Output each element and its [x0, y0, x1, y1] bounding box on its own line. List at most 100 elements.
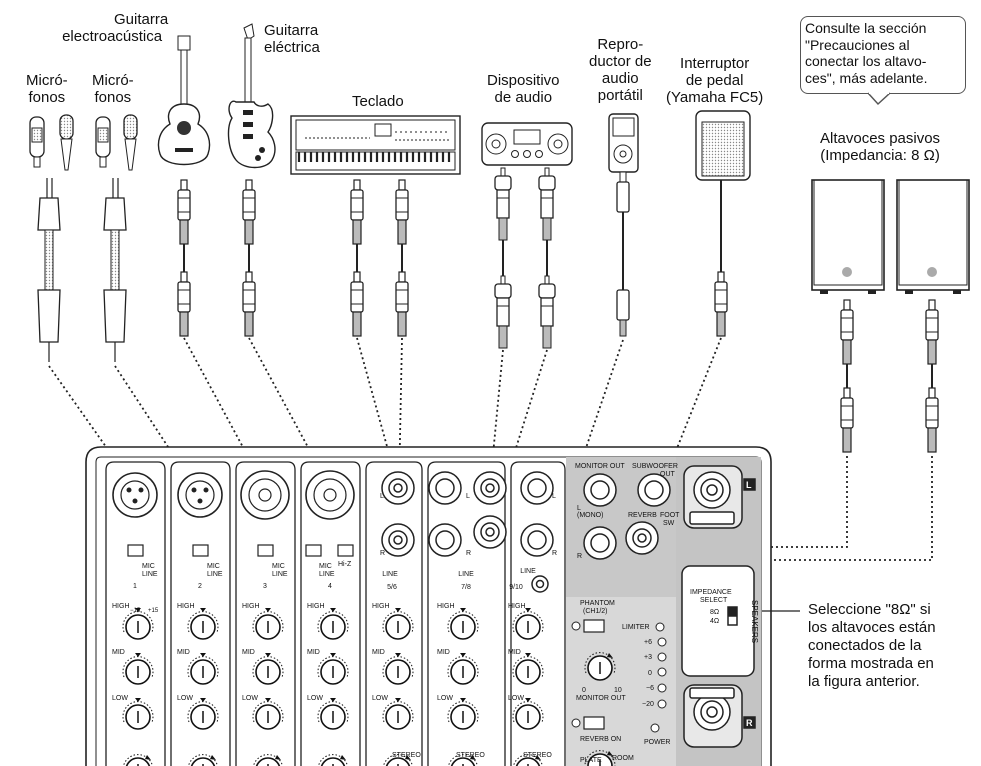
eq-mid-label: MID [242, 649, 255, 656]
mono-label: (MONO) [577, 512, 603, 519]
eq-mid-label: MID [372, 649, 385, 656]
phantom-ch-label: (CH1/2) [583, 608, 608, 615]
eq-high-label: HIGH [177, 603, 195, 610]
jack-r-label: R [577, 553, 582, 560]
impedance-label: IMPEDANCE [690, 589, 732, 596]
stereo-label: STEREO [456, 752, 485, 759]
reverb-label: REVERB [628, 512, 657, 519]
side-l-label: L [746, 480, 752, 490]
select-label: SELECT [700, 597, 728, 604]
channel-number: 4 [328, 583, 332, 590]
meter-label: +6 [644, 639, 652, 646]
mic-label: MIC [207, 563, 220, 570]
line-label: LINE [458, 571, 474, 578]
line-label: LINE [319, 571, 335, 578]
line-label: LINE [272, 571, 288, 578]
jack-l-label: L [380, 493, 384, 500]
eq-high-label: HIGH [112, 603, 130, 610]
eq-low-label: LOW [437, 695, 453, 702]
keyboard-icon [290, 115, 461, 175]
foot-pedal-icon [695, 110, 751, 181]
audio-device-icon [481, 122, 573, 166]
impedance-option-4: 4Ω [710, 618, 719, 625]
limiter-label: LIMITER [622, 624, 650, 631]
eq-high-label: HIGH [508, 603, 526, 610]
meter-label: −6 [646, 685, 654, 692]
eq-high-label: HIGH [437, 603, 455, 610]
eq-mid-label: MID [307, 649, 320, 656]
subwoofer-out-label: OUT [660, 471, 676, 478]
mixer-panel [85, 446, 772, 766]
eq-low-label: LOW [372, 695, 388, 702]
room-label: ROOM [612, 755, 634, 762]
eq-mid-label: MID [112, 649, 125, 656]
eq-high-label: HIGH [307, 603, 325, 610]
channel-number: 2 [198, 583, 202, 590]
eq-mid-label: MID [177, 649, 190, 656]
eq-high-label: HIGH [242, 603, 260, 610]
stereo-label: STEREO [392, 752, 421, 759]
passive-speakers-icon [811, 179, 970, 294]
line-label: LINE [382, 571, 398, 578]
jack-l-label: L [466, 493, 470, 500]
channel-number: 9/10 [509, 584, 523, 591]
line-label: LINE [520, 568, 536, 575]
side-r-label: R [746, 718, 753, 728]
mic2-label: Micró-fonos [92, 72, 134, 106]
keyboard-label: Teclado [352, 93, 404, 110]
channel-number: 1 [133, 583, 137, 590]
power-label: POWER [644, 739, 670, 746]
line-label: LINE [142, 571, 158, 578]
mic-label: MIC [272, 563, 285, 570]
eq-low-label: LOW [177, 695, 193, 702]
mic1-label: Micró-fonos [26, 72, 68, 106]
channel-number: 3 [263, 583, 267, 590]
foot-label: FOOT [660, 512, 680, 519]
eq-min-label: −15 [130, 608, 141, 614]
mic-label: MIC [319, 563, 332, 570]
acoustic-guitar-icon [157, 35, 211, 166]
eq-low-label: LOW [307, 695, 323, 702]
monitor-out-label: MONITOR OUT [575, 463, 625, 470]
impedance-option-8: 8Ω [710, 609, 719, 616]
channel-number: 5/6 [387, 584, 397, 591]
jack-r-label: R [552, 550, 557, 557]
meter-label: 0 [648, 670, 652, 677]
eq-low-label: LOW [242, 695, 258, 702]
sw-label: SW [663, 520, 675, 527]
phantom-label: PHANTOM [580, 600, 615, 607]
jack-l-label: L [577, 505, 581, 512]
portable-player-icon [608, 113, 639, 173]
jack-r-label: R [466, 550, 471, 557]
subwoofer-label: SUBWOOFER [632, 463, 678, 470]
reverb-on-label: REVERB ON [580, 736, 621, 743]
jack-r-label: R [380, 550, 385, 557]
meter-label: +3 [644, 654, 652, 661]
knob-max-label: 10 [614, 687, 622, 694]
speakers-label: SPEAKERS [750, 600, 759, 643]
meter-label: −20 [642, 701, 654, 708]
eq-mid-label: MID [437, 649, 450, 656]
mic-label: MIC [142, 563, 155, 570]
plate-label: PLATE [580, 757, 602, 764]
eq-low-label: LOW [112, 695, 128, 702]
eq-low-label: LOW [508, 695, 524, 702]
eq-mid-label: MID [508, 649, 521, 656]
knob-min-label: 0 [582, 687, 586, 694]
channel-number: 7/8 [461, 584, 471, 591]
stereo-label: STEREO [523, 752, 552, 759]
electric-guitar-icon [227, 23, 276, 169]
line-label: LINE [207, 571, 223, 578]
speakers-device-label: Altavoces pasivos(Impedancia: 8 Ω) [820, 130, 941, 164]
hiz-label: Hi-Z [338, 561, 352, 568]
